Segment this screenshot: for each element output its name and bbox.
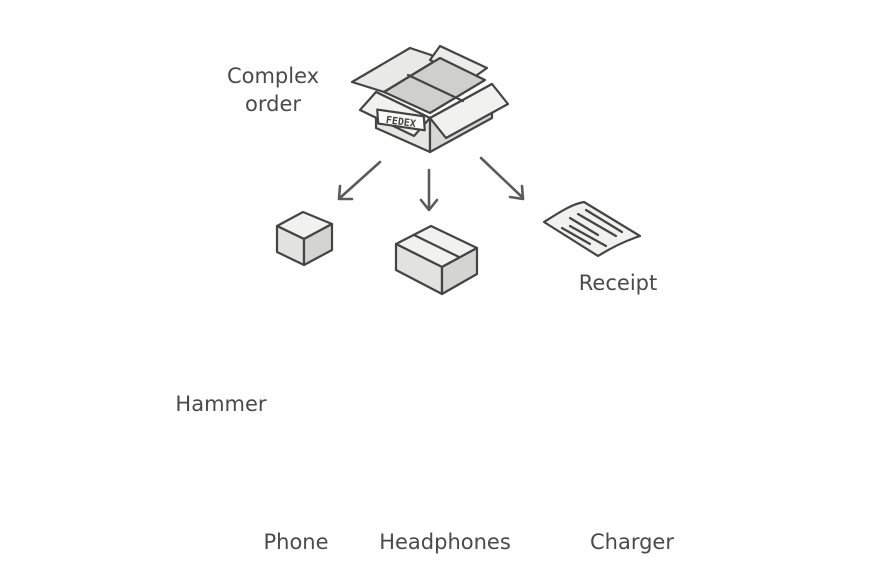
receipt-label: Receipt	[578, 271, 658, 295]
open-box-icon: FEDEX	[350, 44, 510, 154]
arrow-root-to-box-a	[337, 160, 382, 201]
arrow-root-to-receipt	[479, 156, 525, 201]
hammer-label: Hammer	[175, 392, 267, 416]
receipt-icon	[542, 200, 642, 258]
small-box-icon	[275, 210, 334, 267]
complex-order-label-line-1: Complex	[226, 64, 320, 88]
charger-label: Charger	[590, 530, 674, 554]
complex-order-label: Complex order	[218, 62, 328, 118]
arrow-root-to-box-b	[419, 168, 439, 212]
medium-box-icon	[394, 224, 479, 296]
box-stamp-label: FEDEX	[385, 115, 416, 130]
headphones-label: Headphones	[379, 530, 511, 554]
complex-order-label-line-2: order	[245, 92, 301, 116]
phone-label: Phone	[263, 530, 329, 554]
